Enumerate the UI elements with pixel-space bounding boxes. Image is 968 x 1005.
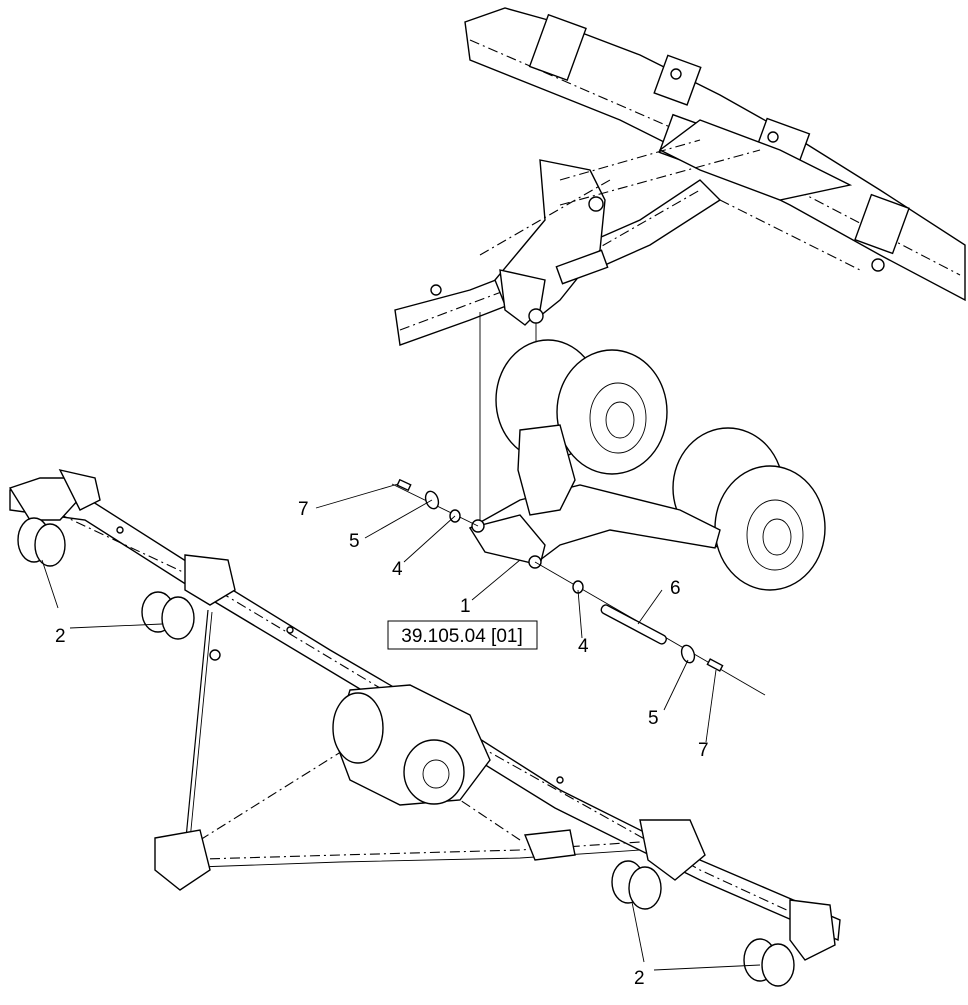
lower-frame-assembly <box>8 468 841 987</box>
reference-box[interactable]: 39.105.04 [01] <box>387 620 538 650</box>
tandem-axle-assembly <box>468 339 826 591</box>
callout-7-right: 7 <box>698 740 709 761</box>
callout-5-left: 5 <box>349 531 360 552</box>
callout-4-left: 4 <box>392 559 403 580</box>
callout-2-right: 2 <box>634 968 645 989</box>
callout-6: 6 <box>670 578 681 599</box>
callout-1: 1 <box>460 596 471 617</box>
callout-5-right: 5 <box>648 708 659 729</box>
upper-frame-assembly <box>394 7 966 560</box>
callout-7-left: 7 <box>298 499 309 520</box>
callouts: 7 5 4 1 4 6 5 7 2 2 <box>55 499 709 989</box>
pin-hardware <box>391 478 766 696</box>
leader-lines <box>41 483 761 971</box>
callout-2-left: 2 <box>55 626 66 647</box>
callout-4-right: 4 <box>578 636 589 657</box>
reference-label[interactable]: 39.105.04 [01] <box>401 626 523 647</box>
